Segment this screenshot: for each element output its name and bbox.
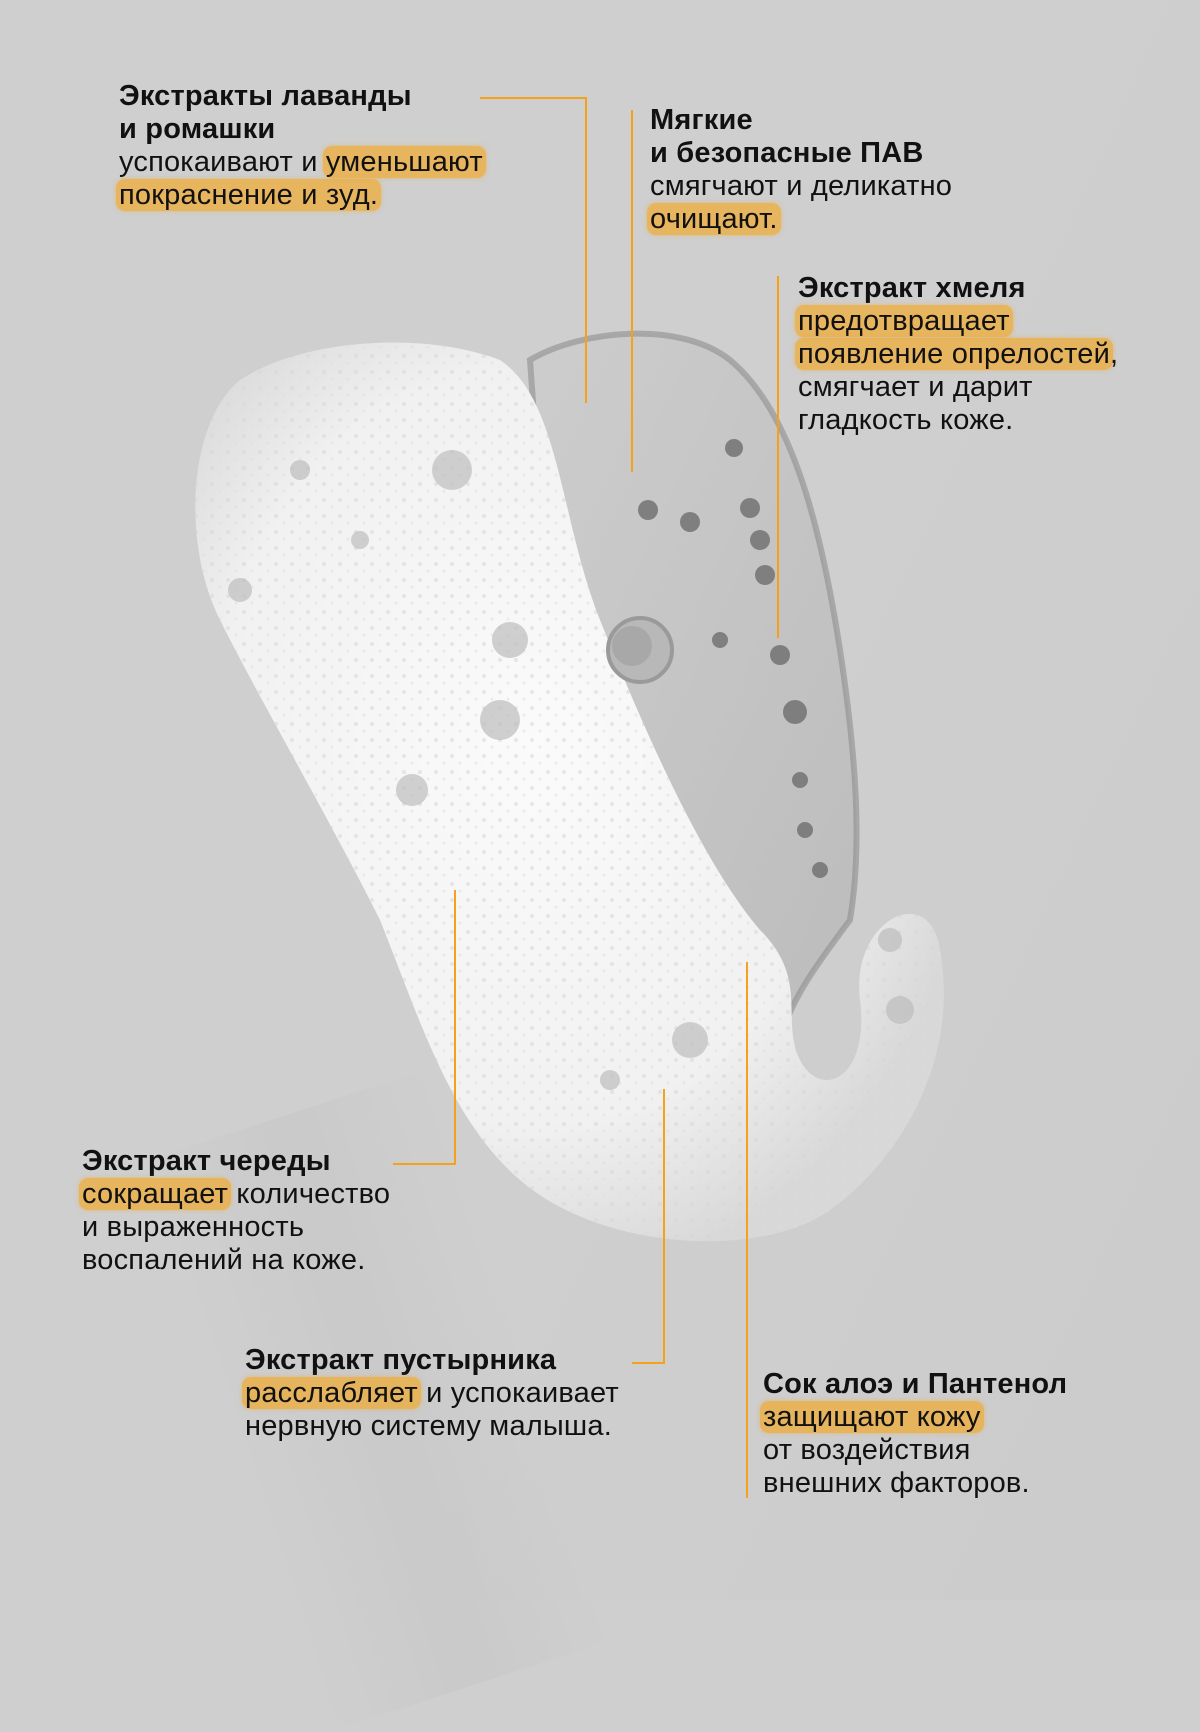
callout-title: Экстракты лаванды bbox=[119, 80, 412, 112]
callout-lavender-chamomile: Экстракты лаванды и ромашки успокаивают … bbox=[116, 80, 486, 212]
callout-body-line: и выраженность bbox=[82, 1211, 305, 1243]
highlight: расслабляет bbox=[242, 1377, 421, 1409]
callout-body-line: воспалений на коже. bbox=[82, 1244, 366, 1276]
callout-body-line: нервную систему малыша. bbox=[245, 1410, 612, 1442]
callout-title: Мягкие bbox=[650, 104, 753, 136]
callout-title: и ромашки bbox=[119, 113, 276, 145]
callout-aloe-panthenol: Сок алоэ и Пантенол защищают кожу от воз… bbox=[760, 1368, 1068, 1500]
highlight: защищают кожу bbox=[760, 1401, 984, 1433]
callout-body-line: внешних факторов. bbox=[763, 1467, 1030, 1499]
callout-motherwort-extract: Экстракт пустырника расслабляет и успока… bbox=[242, 1344, 619, 1443]
connector-bidens-v bbox=[454, 890, 456, 1165]
callout-body-line: расслабляет и успокаивает bbox=[242, 1377, 619, 1410]
connector-aloe-v bbox=[746, 962, 748, 1498]
callout-text: , bbox=[1110, 338, 1119, 370]
callout-title: Экстракт пустырника bbox=[245, 1344, 557, 1376]
highlight: предотвращает bbox=[795, 305, 1013, 337]
connector-lavender-v bbox=[585, 97, 587, 403]
highlight: уменьшают bbox=[322, 146, 486, 178]
callout-title: Экстракт череды bbox=[82, 1145, 331, 1177]
callout-body-line: очищают. bbox=[647, 203, 952, 236]
foam-swatch-image bbox=[195, 330, 944, 1242]
highlight: покраснение и зуд. bbox=[116, 179, 382, 211]
callout-title: Сок алоэ и Пантенол bbox=[763, 1368, 1068, 1400]
callout-text: успокаивают и bbox=[119, 146, 326, 178]
callout-mild-surfactants: Мягкие и безопасные ПАВ смягчают и делик… bbox=[647, 104, 953, 236]
callout-body-line: гладкость коже. bbox=[798, 404, 1014, 436]
callout-body-line: успокаивают и уменьшают bbox=[119, 146, 486, 179]
highlight: очищают. bbox=[647, 203, 781, 235]
callout-text: количество bbox=[228, 1178, 391, 1210]
connector-motherwort-v bbox=[663, 1089, 665, 1364]
callout-body-line: от воздействия bbox=[763, 1434, 971, 1466]
highlight: сокращает bbox=[79, 1178, 232, 1210]
connector-motherwort-h bbox=[632, 1362, 665, 1364]
callout-body-line: защищают кожу bbox=[760, 1401, 1067, 1434]
callout-body-line: предотвращает bbox=[795, 305, 1118, 338]
callout-hop-extract: Экстракт хмеля предотвращает появление о… bbox=[795, 272, 1119, 437]
connector-bidens-h bbox=[393, 1163, 456, 1165]
callout-body-line: смягчают и деликатно bbox=[650, 170, 953, 202]
callout-body-line: сокращает количество bbox=[79, 1178, 391, 1211]
callout-body-line: смягчает и дарит bbox=[798, 371, 1033, 403]
callout-title: Экстракт хмеля bbox=[798, 272, 1026, 304]
callout-title: и безопасные ПАВ bbox=[650, 137, 924, 169]
connector-lavender-h bbox=[480, 97, 586, 99]
connector-surfactants-v bbox=[631, 110, 633, 472]
highlight: появление опрелостей bbox=[795, 338, 1114, 370]
connector-hop-v bbox=[777, 276, 779, 638]
callout-text: и успокаивает bbox=[417, 1377, 619, 1409]
callout-body-line: появление опрелостей, bbox=[795, 338, 1119, 371]
callout-body-line: покраснение и зуд. bbox=[116, 179, 483, 212]
callout-bidens-extract: Экстракт череды сокращает количество и в… bbox=[79, 1145, 391, 1277]
